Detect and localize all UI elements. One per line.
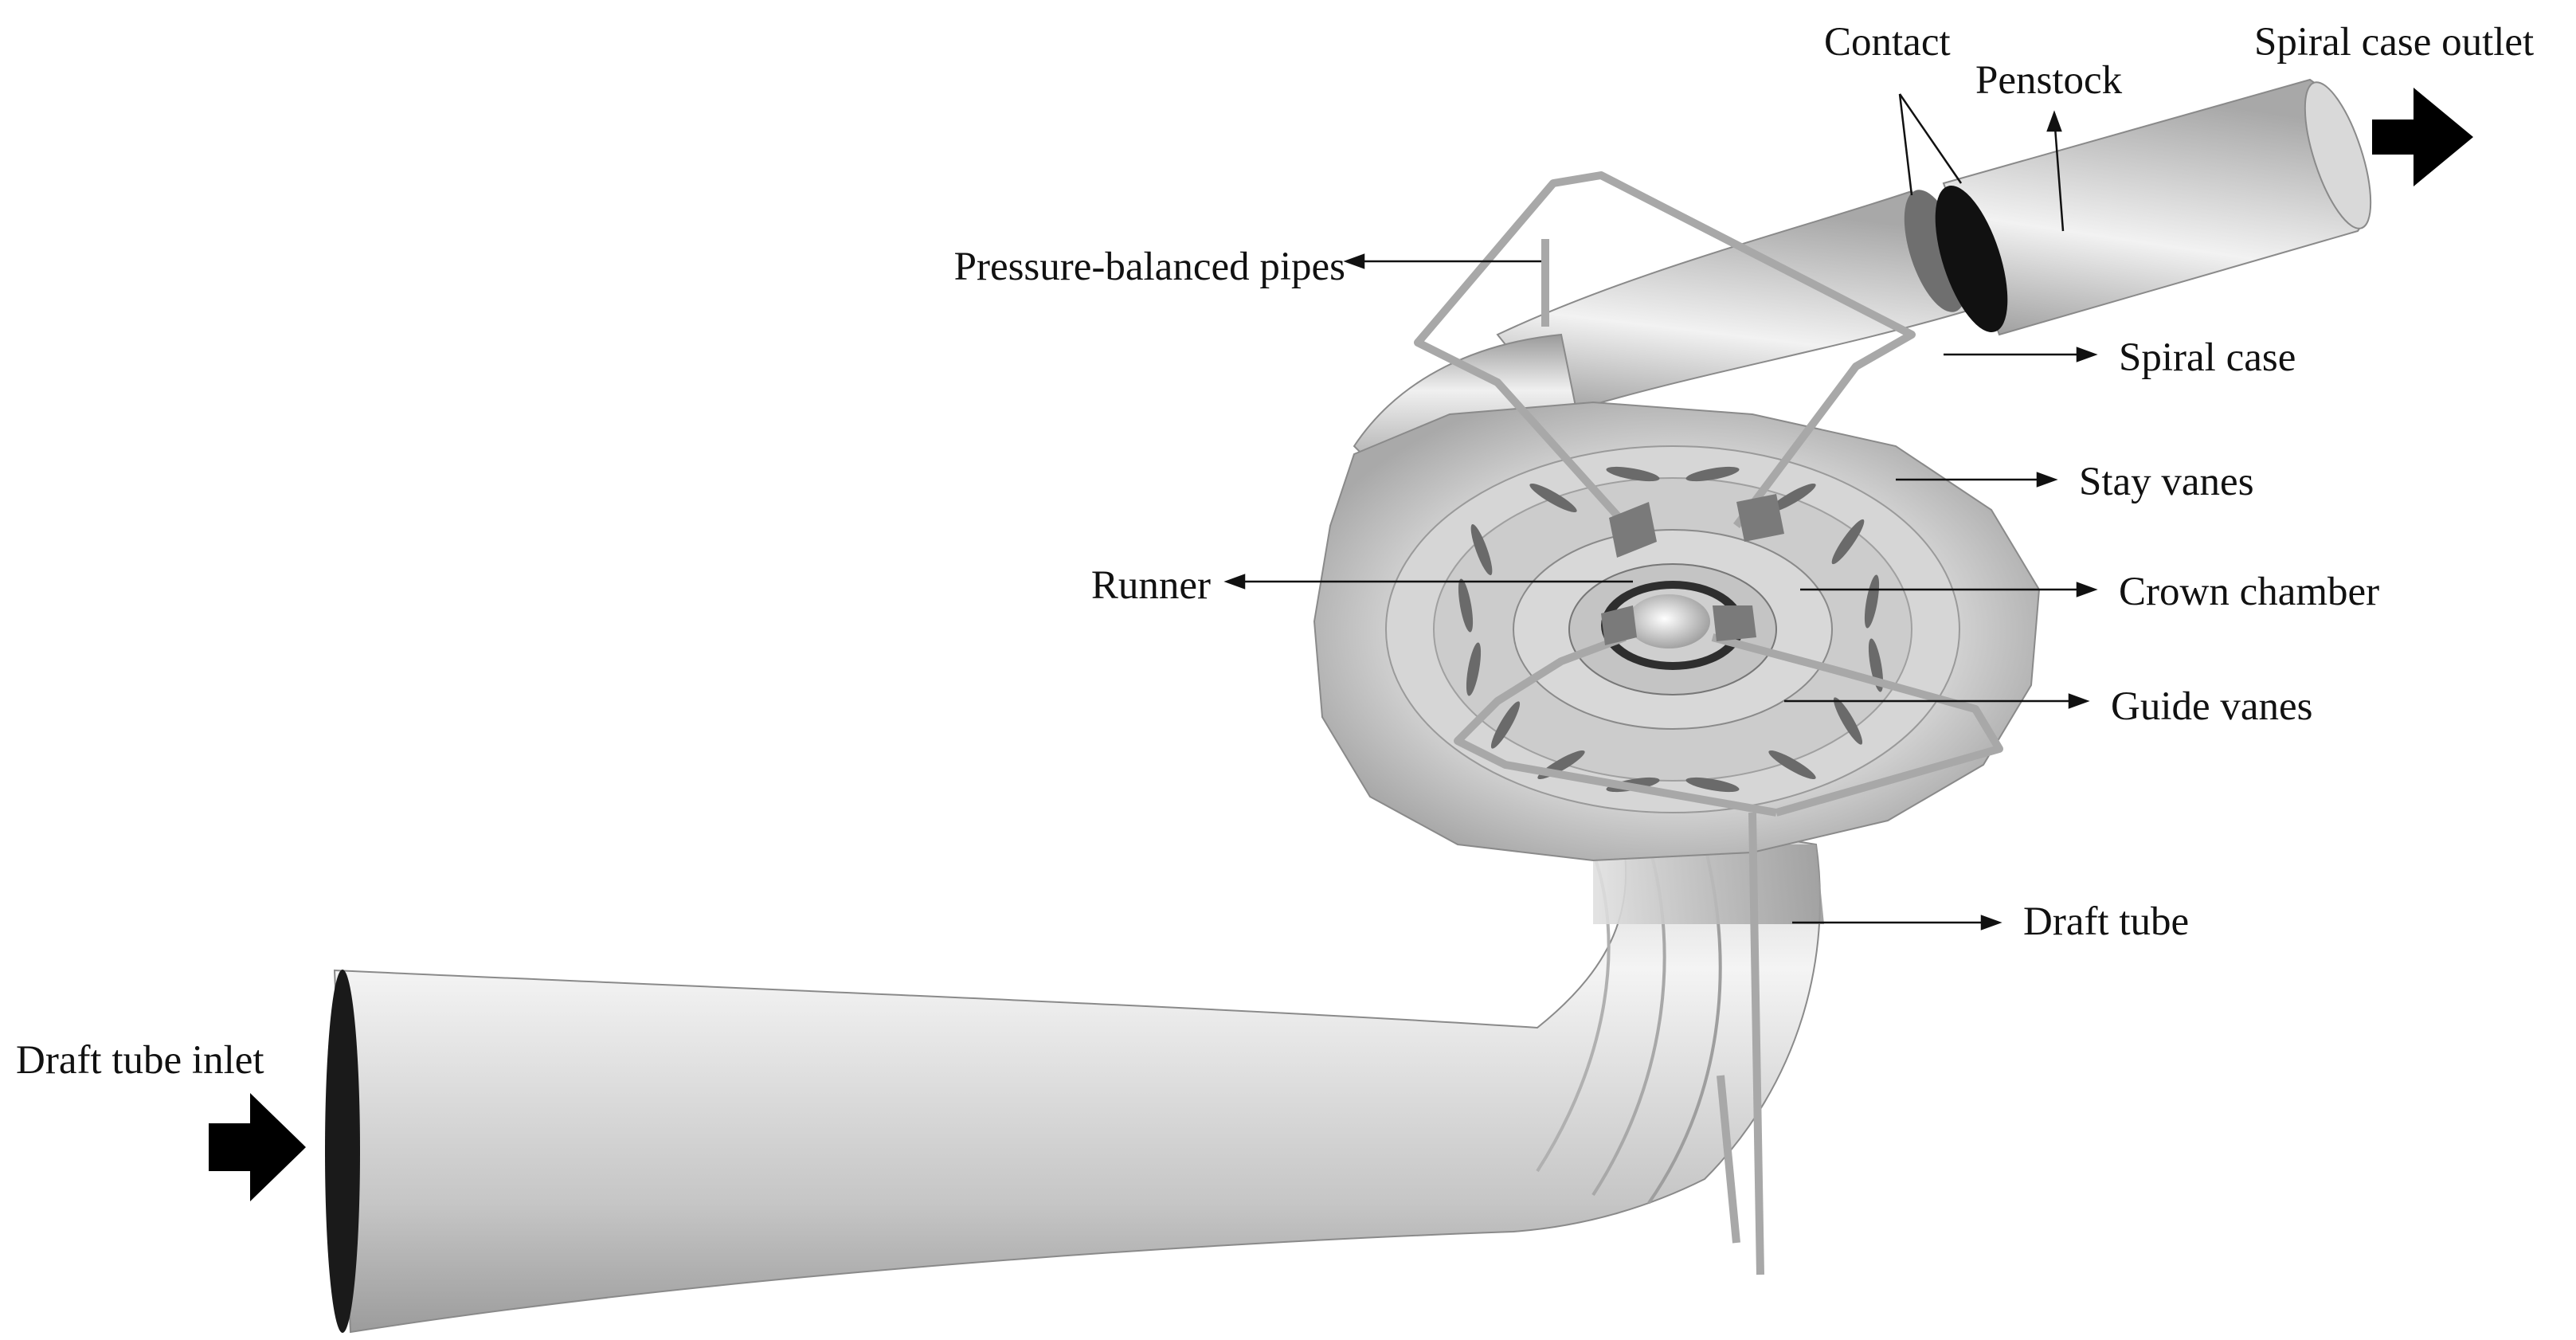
label-draft-tube-inlet: Draft tube inlet: [16, 1038, 264, 1083]
leader-contact-2: [1898, 93, 1963, 184]
stay-vane-slits: [1458, 466, 1884, 793]
penstock-pipe: [1496, 78, 2372, 416]
label-pressure-balanced-pipes: Pressure-balanced pipes: [953, 245, 1345, 289]
label-runner: Runner: [1090, 563, 1211, 608]
inlet-flow-arrow: [209, 1093, 306, 1201]
label-draft-tube: Draft tube: [2023, 899, 2190, 944]
draft-tube-body: [325, 811, 1824, 1334]
flow-arrows: [209, 88, 2473, 1201]
label-guide-vanes: Guide vanes: [2111, 684, 2313, 729]
leader-penstock: [2053, 127, 2065, 232]
label-spiral-case: Spiral case: [2119, 335, 2296, 380]
leader-contact-1: [1898, 93, 1913, 196]
label-contact: Contact: [1824, 20, 1951, 65]
pipe-connector-blocks: [1601, 494, 1784, 645]
outlet-flow-arrow: [2372, 88, 2473, 186]
leader-lines: [1223, 93, 2098, 931]
label-crown-chamber: Crown chamber: [2119, 570, 2380, 614]
label-spiral-case-outlet: Spiral case outlet: [2254, 20, 2535, 65]
spiral-case-body: [1313, 333, 2041, 862]
pressure-balanced-pipe-rods: [1414, 171, 2003, 1275]
label-stay-vanes: Stay vanes: [2079, 460, 2254, 504]
runner-hub: [1627, 594, 1710, 648]
draft-tube-inlet-face: [325, 970, 360, 1333]
label-penstock: Penstock: [1975, 58, 2123, 103]
